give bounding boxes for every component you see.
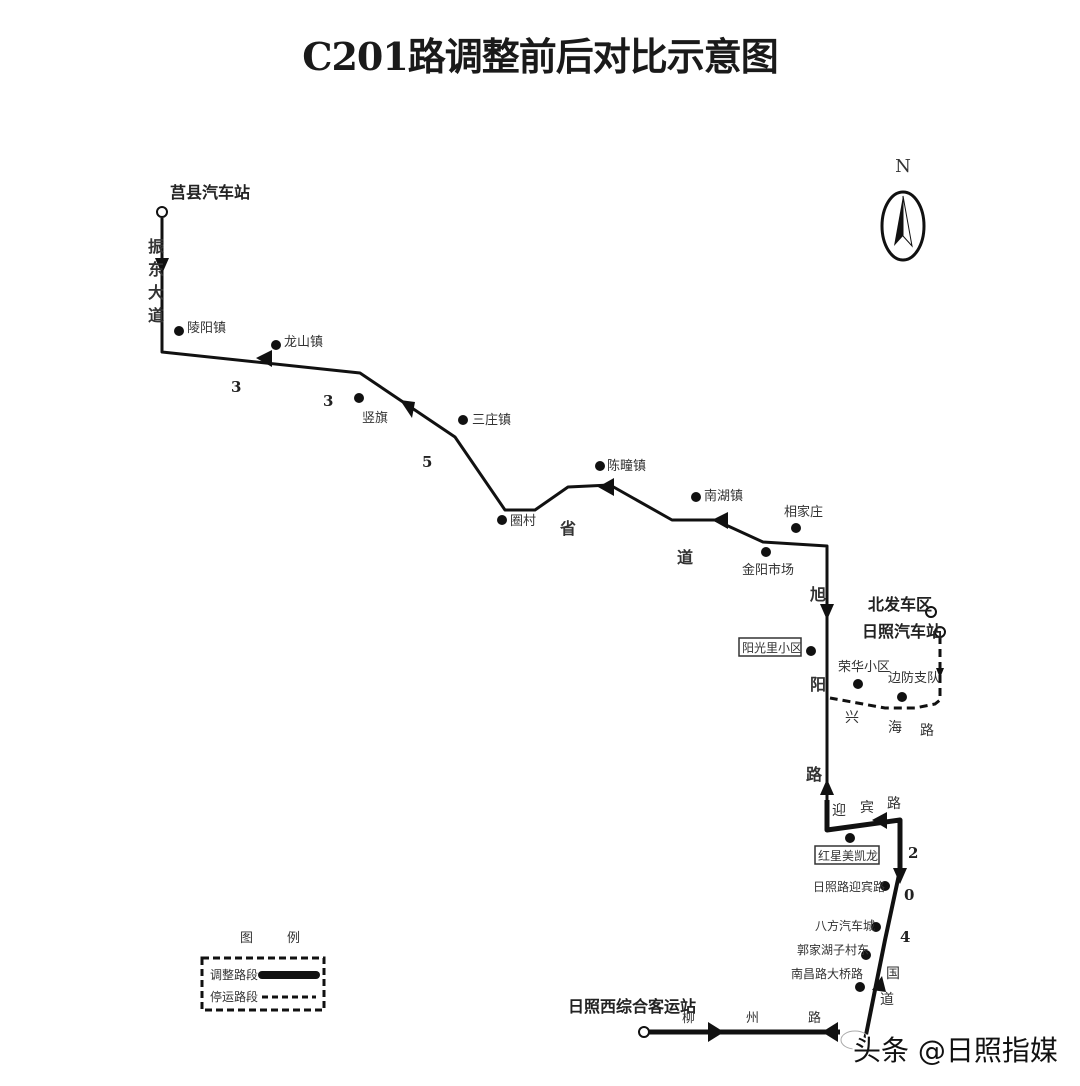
suspended-route-line — [829, 636, 942, 710]
svg-text:0: 0 — [904, 886, 914, 904]
stop-nanhu[interactable]: 南湖镇 — [704, 488, 743, 504]
road-label-xinghai: 兴 海 路 — [845, 710, 934, 739]
watermark-text: 头条 @日照指媒 — [853, 1034, 1058, 1067]
terminal-rizhao-bus[interactable]: 日照汽车站 — [862, 622, 942, 641]
legend-suspended-label: 停运路段 — [210, 989, 258, 1004]
svg-text:路: 路 — [887, 796, 901, 812]
stop-chenqi[interactable]: 陈疃镇 — [607, 458, 646, 474]
stop-tuancun[interactable]: 圈村 — [510, 514, 536, 529]
stop-bafang[interactable]: 八方汽车城 — [815, 918, 875, 933]
stop-ribao-yingbin[interactable]: 日照路迎宾路 — [813, 879, 885, 894]
svg-text:道: 道 — [677, 548, 693, 567]
svg-text:旭: 旭 — [809, 585, 826, 604]
road-label-provincial: 3 3 5 省 道 — [231, 378, 693, 567]
north-arrow-icon: N — [880, 156, 926, 262]
stop-markers — [174, 326, 907, 992]
route-line — [160, 218, 903, 1041]
svg-text:东: 东 — [148, 260, 164, 279]
stop-longshan[interactable]: 龙山镇 — [284, 335, 323, 350]
stop-bianfang[interactable]: 边防支队 — [888, 670, 940, 686]
watermark: 头条 @日照指媒 — [840, 1030, 1060, 1069]
road-label-yingbin: 迎 宾 路 — [832, 796, 901, 819]
road-label-xuyang: 旭 阳 路 — [806, 585, 826, 784]
stop-liujiazhuang[interactable]: 相家庄 — [784, 504, 823, 520]
svg-text:3: 3 — [231, 378, 241, 396]
svg-text:3: 3 — [323, 392, 333, 410]
stop-yangguang-box — [738, 637, 802, 657]
svg-text:省: 省 — [559, 519, 576, 538]
stop-jinyang[interactable]: 金阳市场 — [742, 562, 794, 578]
stop-hongxing-box — [814, 845, 880, 865]
svg-text:迎: 迎 — [832, 803, 846, 819]
road-label-zhendong: 振 东 大 道 — [148, 237, 164, 325]
direction-arrows — [155, 258, 944, 1042]
legend-title-b: 例 — [287, 931, 300, 946]
svg-text:路: 路 — [920, 723, 934, 739]
stop-sanzhuang[interactable]: 三庄镇 — [472, 412, 511, 428]
road-label-national: 2 0 4 国 道 — [880, 844, 918, 1008]
terminal-markers — [156, 206, 946, 1038]
svg-text:大: 大 — [148, 283, 164, 302]
svg-text:州: 州 — [746, 1011, 759, 1026]
road-label-liuzhou: 柳 州 路 — [682, 1010, 821, 1026]
stop-shuzhen[interactable]: 竖旗 — [362, 410, 388, 426]
compass-label: N — [895, 156, 911, 177]
map-legend: 图 例 调整路段 停运路段 — [200, 931, 326, 1012]
stop-ronghua[interactable]: 荣华小区 — [838, 660, 890, 675]
terminal-rizhao-west[interactable]: 日照西综合客运站 — [568, 997, 696, 1016]
svg-text:阳: 阳 — [810, 675, 826, 694]
svg-text:振: 振 — [148, 237, 164, 256]
terminal-juxian[interactable]: 莒县汽车站 — [170, 183, 250, 202]
svg-text:宾: 宾 — [860, 800, 874, 816]
svg-text:国: 国 — [886, 966, 900, 982]
svg-text:道: 道 — [880, 992, 894, 1008]
svg-text:4: 4 — [900, 928, 910, 946]
terminal-beiguan[interactable]: 北发车区 — [868, 595, 932, 614]
svg-text:海: 海 — [888, 720, 902, 736]
stop-hongxing[interactable]: 红星美凯龙 — [818, 848, 878, 863]
svg-text:柳: 柳 — [682, 1011, 695, 1026]
svg-text:道: 道 — [148, 306, 164, 325]
stop-nanchang[interactable]: 南昌路大桥路 — [791, 966, 863, 981]
svg-text:路: 路 — [808, 1010, 821, 1026]
legend-title-a: 图 — [240, 931, 253, 946]
stop-yangguang[interactable]: 阳光里小区 — [742, 641, 802, 655]
map-title: C201路调整前后对比示意图 — [302, 34, 779, 79]
svg-text:5: 5 — [422, 453, 432, 471]
stop-lingyang[interactable]: 陵阳镇 — [187, 321, 226, 336]
legend-adjusted-label: 调整路段 — [210, 967, 258, 982]
stop-guojia[interactable]: 郭家湖子村东 — [797, 942, 869, 957]
svg-text:2: 2 — [908, 844, 918, 862]
svg-text:兴: 兴 — [845, 710, 859, 726]
svg-text:路: 路 — [806, 765, 823, 784]
